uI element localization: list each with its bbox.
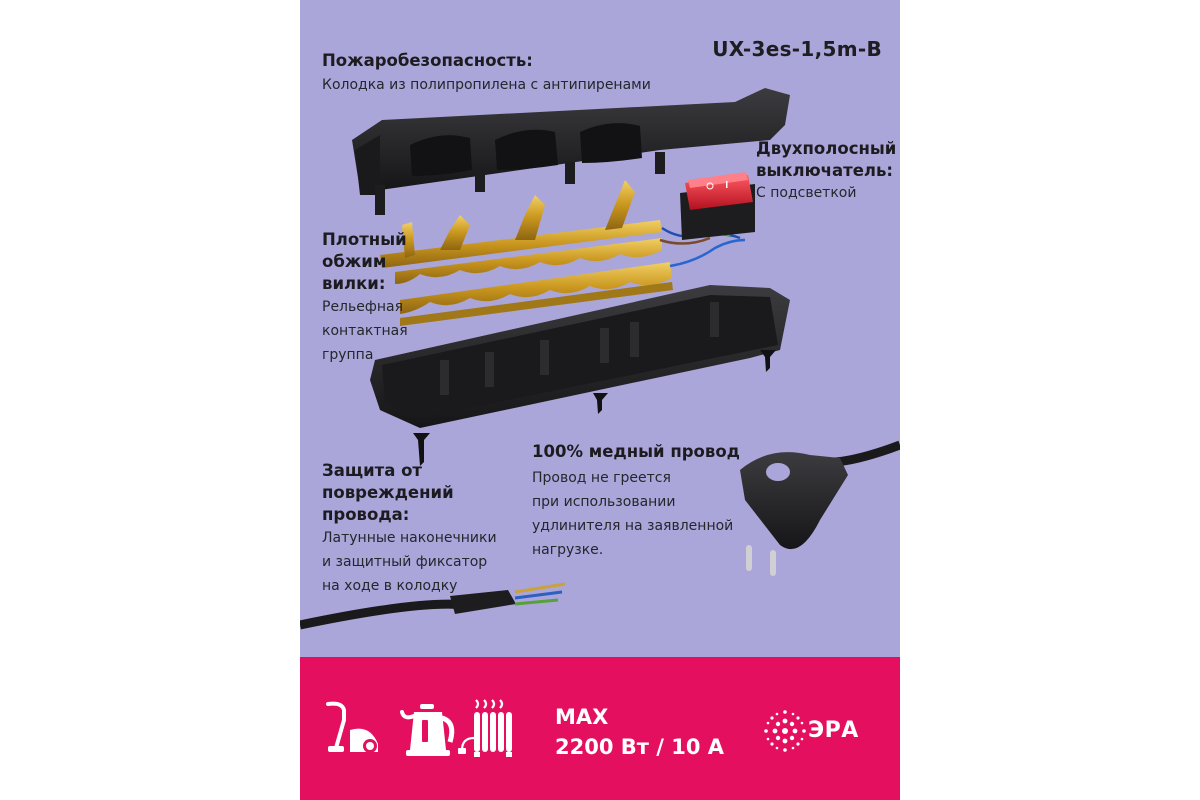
protection-title-line3: провода: [322,505,410,524]
product-card: UX-3es-1,5m-B Пожаробезопасность: Колодк… [300,0,900,800]
max-label-line1: MAX [555,705,609,729]
radiator-icon [458,699,512,757]
screws [413,350,776,466]
plug [740,440,900,576]
fire-safety-title: Пожаробезопасность: [322,51,533,70]
crimp-text-line2: контактная [322,323,408,339]
crimp-text-line3: группа [322,347,374,363]
protection-text-line2: и защитный фиксатор [322,554,488,570]
switch-title-line2: выключатель: [756,161,894,180]
crimp-text-line1: Рельефная [322,299,403,315]
copper-text-line2: при использовании [532,494,676,510]
bottom-base [370,285,790,428]
brass-contacts [380,180,673,326]
era-logo-icon [764,710,806,752]
cable-end [300,582,566,630]
copper-text-line1: Провод не греется [532,470,671,486]
brand-name: ЭРА [808,718,859,743]
footer-bar [300,657,900,800]
crimp-title-line2: обжим [322,252,387,271]
crimp-title-line3: вилки: [322,274,386,293]
top-cover [352,88,790,215]
kettle-icon [400,704,455,756]
copper-text-line4: нагрузке. [532,542,604,558]
vacuum-cleaner-icon [326,701,378,753]
crimp-title-line1: Плотный [322,230,407,249]
model-number: UX-3es-1,5m-B [712,37,882,61]
max-power-label: MAX 2200 Вт / 10 А [555,702,724,762]
switch-title-line1: Двухполосный [756,139,897,158]
power-strip-illustration [300,88,900,630]
switch-text: С подсветкой [756,185,857,201]
protection-title-line2: повреждений [322,483,454,502]
fire-safety-text: Колодка из полипропилена с антипиренами [322,77,651,93]
copper-title: 100% медный провод [532,442,740,461]
protection-text-line3: на ходе в колодку [322,578,458,594]
protection-text-line1: Латунные наконечники [322,530,497,546]
max-label-line2: 2200 Вт / 10 А [555,735,725,759]
illuminated-switch [680,172,755,240]
protection-title-line1: Защита от [322,461,422,480]
copper-text-line3: удлинителя на заявленной [532,518,734,534]
